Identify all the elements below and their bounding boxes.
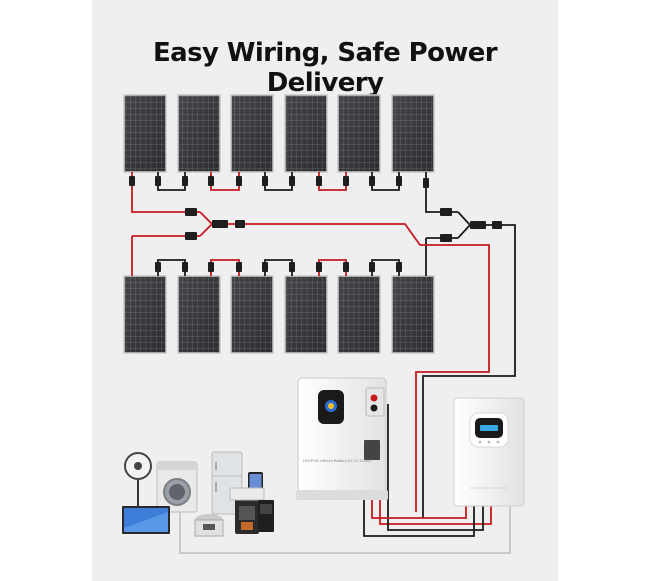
coffee-maker-icon bbox=[235, 498, 259, 534]
battery-icon bbox=[296, 377, 388, 500]
bottom-row-series-wiring bbox=[131, 236, 427, 276]
laptop-icon bbox=[122, 506, 170, 534]
washing-machine-icon bbox=[156, 461, 198, 513]
solar-panel-icon bbox=[337, 275, 381, 354]
solar-panel-icon bbox=[391, 94, 435, 173]
appliances-cluster bbox=[122, 451, 274, 537]
microwave-icon bbox=[229, 487, 265, 501]
monitor-icon bbox=[258, 500, 274, 532]
mc4-connectors-top bbox=[129, 176, 429, 188]
ac-output-wiring bbox=[179, 505, 511, 554]
y-branch-connectors bbox=[185, 208, 502, 242]
mc4-connectors-bottom bbox=[155, 262, 402, 272]
solar-panel-icon bbox=[123, 94, 167, 173]
inverter-icon bbox=[453, 397, 525, 507]
solar-panels-bottom-row bbox=[123, 275, 435, 354]
top-row-series-wiring bbox=[131, 172, 427, 196]
page-title: Easy Wiring, Safe Power Delivery bbox=[152, 38, 498, 98]
solar-panel-icon bbox=[337, 94, 381, 173]
solar-panel-icon bbox=[284, 275, 328, 354]
solar-panels-top-row bbox=[123, 94, 435, 173]
rice-cooker-icon bbox=[194, 514, 224, 537]
battery-label: LiFePO4 Lithium Battery 51.2V 100Ah bbox=[303, 458, 371, 463]
solar-panel-icon bbox=[123, 275, 167, 354]
solar-panel-icon bbox=[177, 275, 221, 354]
solar-panel-icon bbox=[230, 94, 274, 173]
solar-panel-icon bbox=[391, 275, 435, 354]
solar-panel-icon bbox=[177, 94, 221, 173]
solar-panel-icon bbox=[284, 94, 328, 173]
solar-panel-icon bbox=[230, 275, 274, 354]
